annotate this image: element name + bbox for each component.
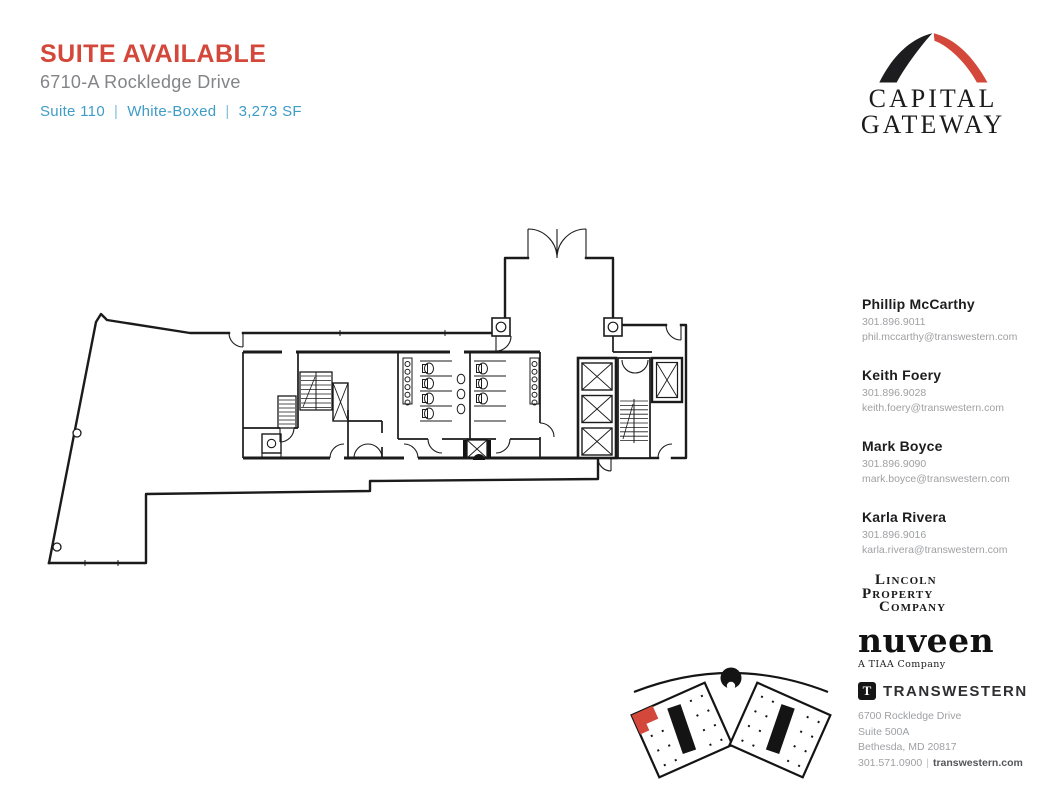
contact-list: Phillip McCarthy 301.896.9011 phil.mccar…: [862, 296, 1034, 580]
transwestern-logo: T TRANSWESTERN: [858, 682, 1028, 700]
nuveen-tagline: A TIAA Company: [858, 659, 946, 670]
office-website[interactable]: transwestern.com: [932, 756, 1023, 769]
spec-suite: Suite 110: [40, 103, 105, 120]
contact-card: Karla Rivera 301.896.9016 karla.rivera@t…: [862, 509, 1034, 558]
transwestern-t-icon: T: [858, 682, 876, 700]
capital-gateway-logo: CAPITAL GATEWAY: [845, 28, 1021, 138]
key-plan-right-wing: [728, 681, 832, 779]
contact-name: Mark Boyce: [862, 438, 943, 454]
key-plan-diagram: [620, 648, 842, 788]
building-logo-line1: CAPITAL: [868, 84, 998, 113]
contact-email[interactable]: karla.rivera@transwestern.com: [862, 544, 1008, 556]
address-line1: 6700 Rockledge Drive: [858, 710, 962, 722]
spec-separator: |: [225, 103, 230, 120]
key-plan-drawing: [630, 667, 832, 779]
property-address: 6710-A Rockledge Drive: [40, 72, 241, 92]
key-plan-left-wing: [630, 681, 734, 779]
nuveen-logo: nuveen A TIAA Company: [858, 621, 995, 671]
office-address: 6700 Rockledge Drive Suite 500A Bethesda…: [858, 709, 1023, 771]
spec-area: 3,273 SF: [238, 103, 302, 120]
spec-separator: |: [113, 103, 119, 120]
spec-condition: White-Boxed: [127, 103, 217, 120]
address-line2: Suite 500A: [858, 725, 910, 738]
nuveen-wordmark: nuveen: [858, 621, 995, 660]
contact-name: Karla Rivera: [862, 509, 947, 525]
lincoln-logo-line3: COMPANY: [879, 599, 947, 615]
suite-specs: Suite 110 | White-Boxed | 3,273 SF: [40, 103, 302, 120]
contact-name: Phillip McCarthy: [862, 296, 975, 312]
address-separator: |: [926, 756, 929, 769]
transwestern-wordmark: TRANSWESTERN: [883, 682, 1028, 700]
building-logo-line2: GATEWAY: [860, 110, 1006, 139]
floor-plan-diagram: [30, 183, 702, 583]
highlighted-suite-marker: [631, 705, 659, 735]
arch-icon: [879, 33, 988, 83]
lincoln-property-logo: LINCOLN PROPERTY COMPANY: [862, 574, 946, 615]
contact-card: Mark Boyce 301.896.9090 mark.boyce@trans…: [862, 438, 1034, 487]
contact-name: Keith Foery: [862, 367, 942, 383]
contact-email[interactable]: mark.boyce@transwestern.com: [862, 473, 1010, 485]
phone-website-line: 301.571.0900|transwestern.com: [858, 756, 1023, 772]
lincoln-logo-line1: LINCOLN: [875, 572, 937, 588]
contact-phone: 301.896.9028: [862, 387, 927, 399]
contact-phone: 301.896.9090: [862, 458, 927, 470]
contact-email[interactable]: keith.foery@transwestern.com: [862, 402, 1004, 414]
contact-phone: 301.896.9016: [862, 529, 927, 541]
office-phone: 301.571.0900: [858, 756, 923, 769]
address-line3: Bethesda, MD 20817: [858, 741, 957, 753]
contact-card: Phillip McCarthy 301.896.9011 phil.mccar…: [862, 296, 1034, 345]
contact-card: Keith Foery 301.896.9028 keith.foery@tra…: [862, 367, 1034, 416]
lincoln-logo-line2: PROPERTY: [862, 585, 934, 602]
contact-phone: 301.896.9011: [862, 316, 926, 328]
page-title: SUITE AVAILABLE: [40, 40, 267, 68]
floor-plan-drawing: [47, 228, 688, 566]
contact-email[interactable]: phil.mccarthy@transwestern.com: [862, 331, 1018, 343]
